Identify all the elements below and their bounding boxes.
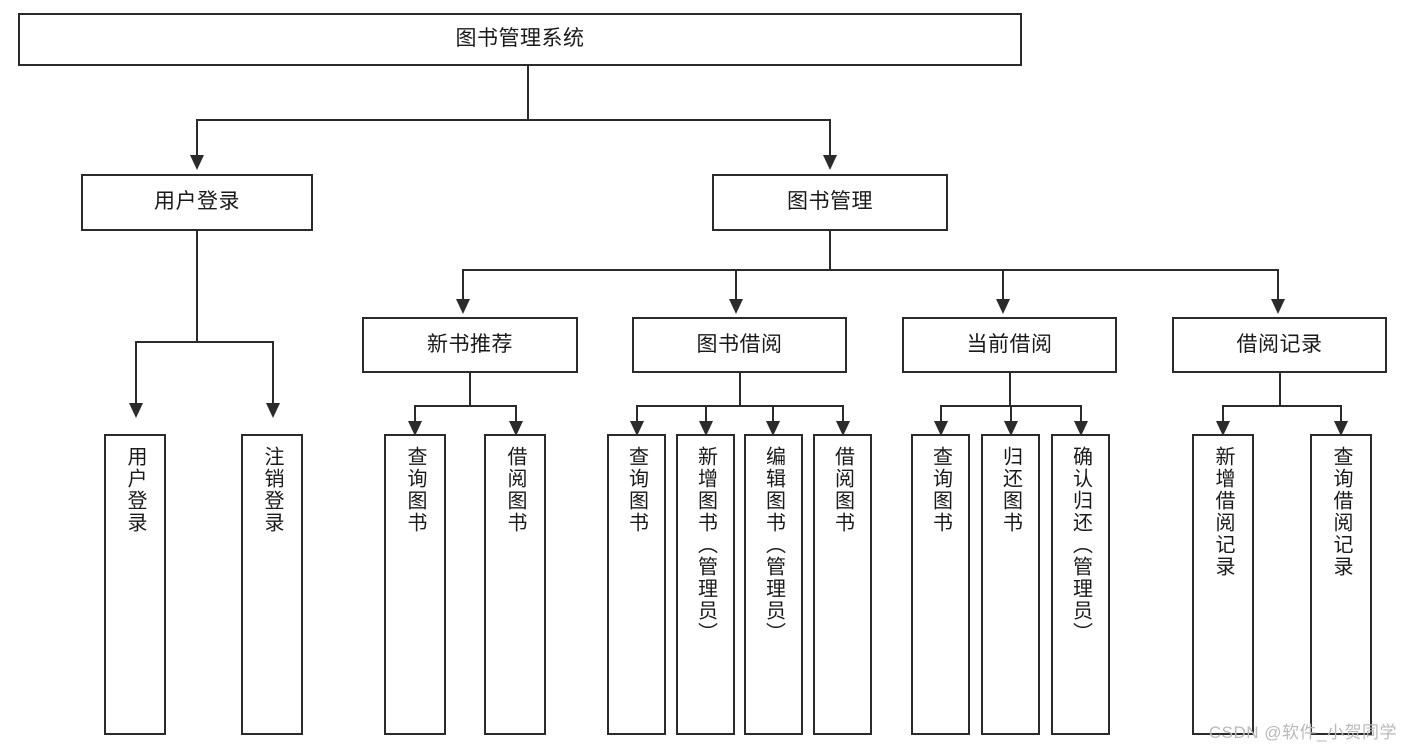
node-book-manage[interactable]: 图书管理 bbox=[712, 174, 948, 231]
arrow-leaf-confirm-return bbox=[1074, 421, 1088, 436]
leaf-label: 用户登录 bbox=[124, 446, 146, 534]
leaf-label: 借阅图书 bbox=[831, 446, 854, 534]
edge-nbr-drop-2 bbox=[515, 405, 517, 423]
node-label: 借阅记录 bbox=[1236, 332, 1323, 356]
arrow-to-user-login bbox=[190, 155, 204, 170]
edge-nbr-drop-1 bbox=[414, 405, 416, 423]
arrow-leaf-edit-book bbox=[766, 421, 780, 436]
edge-cb-drop-1 bbox=[940, 405, 942, 423]
edge-to-user-login bbox=[196, 119, 198, 157]
edge-cb-stem bbox=[1009, 373, 1011, 405]
leaf-add-book[interactable]: 新增图书（管理员） bbox=[676, 434, 735, 735]
node-new-book-recommend[interactable]: 新书推荐 bbox=[362, 317, 578, 373]
node-label: 图书管理 bbox=[787, 190, 873, 214]
arrow-leaf-query-book-3 bbox=[934, 421, 948, 436]
edge-bb-drop-3 bbox=[772, 405, 774, 423]
node-user-login[interactable]: 用户登录 bbox=[81, 174, 313, 231]
arrow-leaf-add-book bbox=[699, 421, 713, 436]
edge-br-stem bbox=[1279, 373, 1281, 405]
edge-user-login-drop-1 bbox=[135, 341, 137, 405]
node-book-borrow[interactable]: 图书借阅 bbox=[632, 317, 847, 373]
csdn-watermark: CSDN @软件_小贺同学 bbox=[1208, 723, 1397, 742]
leaf-logout[interactable]: 注销登录 bbox=[241, 434, 303, 735]
edge-br-drop-2 bbox=[1340, 405, 1342, 423]
node-current-borrow[interactable]: 当前借阅 bbox=[902, 317, 1117, 373]
leaf-borrow-book-1[interactable]: 借阅图书 bbox=[484, 434, 546, 735]
edge-bb-drop-2 bbox=[705, 405, 707, 423]
edge-user-login-drop-2 bbox=[272, 341, 274, 405]
leaf-confirm-return[interactable]: 确认归还（管理员） bbox=[1051, 434, 1110, 735]
arrow-leaf-borrow-book-1 bbox=[509, 421, 523, 436]
edge-nbr-stem bbox=[469, 373, 471, 405]
node-label: 图书借阅 bbox=[696, 332, 783, 356]
edge-user-login-bus bbox=[135, 341, 272, 343]
leaf-label: 注销登录 bbox=[261, 446, 283, 534]
node-label: 当前借阅 bbox=[966, 332, 1053, 356]
arrow-to-book-manage bbox=[823, 155, 837, 170]
leaf-query-book-2[interactable]: 查询图书 bbox=[607, 434, 666, 735]
edge-to-book-manage bbox=[829, 119, 831, 157]
leaf-label: 归还图书 bbox=[999, 446, 1022, 534]
leaf-user-login[interactable]: 用户登录 bbox=[104, 434, 166, 735]
leaf-label: 查询图书 bbox=[929, 446, 952, 534]
leaf-label: 编辑图书（管理员） bbox=[762, 446, 785, 644]
arrow-leaf-user-login bbox=[129, 403, 143, 418]
arrow-leaf-query-book-1 bbox=[408, 421, 422, 436]
arrow-to-new-book-recommend bbox=[456, 299, 470, 314]
leaf-label: 查询图书 bbox=[404, 446, 426, 534]
arrow-leaf-add-record bbox=[1216, 421, 1230, 436]
edge-bm-drop-1 bbox=[462, 269, 464, 301]
leaf-label: 新增图书（管理员） bbox=[694, 446, 717, 644]
arrow-leaf-return-book bbox=[1004, 421, 1018, 436]
node-label: 图书管理系统 bbox=[455, 27, 585, 51]
edge-br-bus bbox=[1222, 405, 1340, 407]
edge-user-login-stem bbox=[196, 231, 198, 341]
leaf-borrow-book-2[interactable]: 借阅图书 bbox=[813, 434, 872, 735]
leaf-label: 查询借阅记录 bbox=[1330, 446, 1352, 578]
edge-cb-drop-2 bbox=[1010, 405, 1012, 423]
leaf-query-book-3[interactable]: 查询图书 bbox=[911, 434, 970, 735]
arrow-leaf-borrow-book-2 bbox=[836, 421, 850, 436]
edge-bb-bus bbox=[636, 405, 844, 407]
edge-book-manage-stem bbox=[829, 231, 831, 269]
node-borrow-record[interactable]: 借阅记录 bbox=[1172, 317, 1387, 373]
leaf-label: 查询图书 bbox=[625, 446, 648, 534]
edge-bm-drop-3 bbox=[1002, 269, 1004, 301]
edge-root-stem bbox=[527, 66, 529, 119]
leaf-label: 新增借阅记录 bbox=[1212, 446, 1234, 578]
edge-bb-drop-4 bbox=[842, 405, 844, 423]
edge-cb-drop-3 bbox=[1080, 405, 1082, 423]
edge-bm-drop-2 bbox=[735, 269, 737, 301]
leaf-query-record[interactable]: 查询借阅记录 bbox=[1310, 434, 1372, 735]
node-label: 新书推荐 bbox=[427, 332, 513, 356]
leaf-edit-book[interactable]: 编辑图书（管理员） bbox=[744, 434, 803, 735]
node-root-system[interactable]: 图书管理系统 bbox=[18, 13, 1022, 66]
arrow-leaf-query-record bbox=[1334, 421, 1348, 436]
leaf-add-record[interactable]: 新增借阅记录 bbox=[1192, 434, 1254, 735]
edge-root-bus bbox=[196, 119, 829, 121]
edge-book-manage-bus bbox=[462, 269, 1277, 271]
leaf-label: 借阅图书 bbox=[504, 446, 526, 534]
leaf-query-book-1[interactable]: 查询图书 bbox=[384, 434, 446, 735]
arrow-leaf-logout bbox=[266, 403, 280, 418]
leaf-return-book[interactable]: 归还图书 bbox=[981, 434, 1040, 735]
edge-bb-stem bbox=[739, 373, 741, 405]
edge-br-drop-1 bbox=[1222, 405, 1224, 423]
leaf-label: 确认归还（管理员） bbox=[1069, 446, 1092, 644]
edge-nbr-bus bbox=[414, 405, 515, 407]
node-label: 用户登录 bbox=[154, 190, 240, 214]
edge-bm-drop-4 bbox=[1277, 269, 1279, 301]
edge-bb-drop-1 bbox=[636, 405, 638, 423]
arrow-to-current-borrow bbox=[996, 299, 1010, 314]
arrow-to-borrow-record bbox=[1271, 299, 1285, 314]
arrow-leaf-query-book-2 bbox=[630, 421, 644, 436]
arrow-to-book-borrow bbox=[729, 299, 743, 314]
